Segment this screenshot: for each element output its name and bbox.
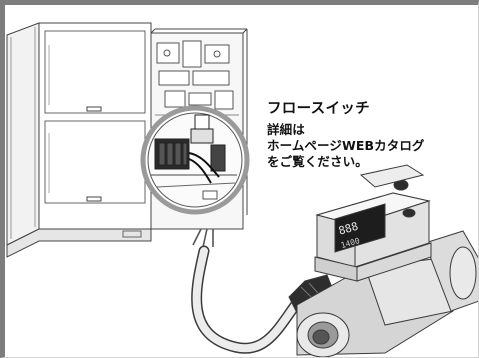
- caption-line-3: をご覧ください。: [267, 154, 368, 169]
- magnified-detail-callout: [140, 105, 250, 215]
- wire-leads: [192, 228, 214, 248]
- flow-switch-installation-illustration: 888 1400: [6, 22, 478, 357]
- flow-switch-device: [288, 164, 478, 357]
- caption-title: フロースイッチ: [267, 101, 370, 117]
- caption-line-1: 詳細は: [267, 122, 305, 137]
- button-front: [402, 208, 416, 218]
- flow-switch-caption: フロースイッチ 詳細は ホームページWEBカタログ をご覧ください。: [267, 101, 425, 170]
- display-screen: [334, 203, 386, 253]
- display-primary-reading: 888: [337, 220, 360, 238]
- caption-line-2[interactable]: ホームページWEBカタログ: [267, 138, 425, 153]
